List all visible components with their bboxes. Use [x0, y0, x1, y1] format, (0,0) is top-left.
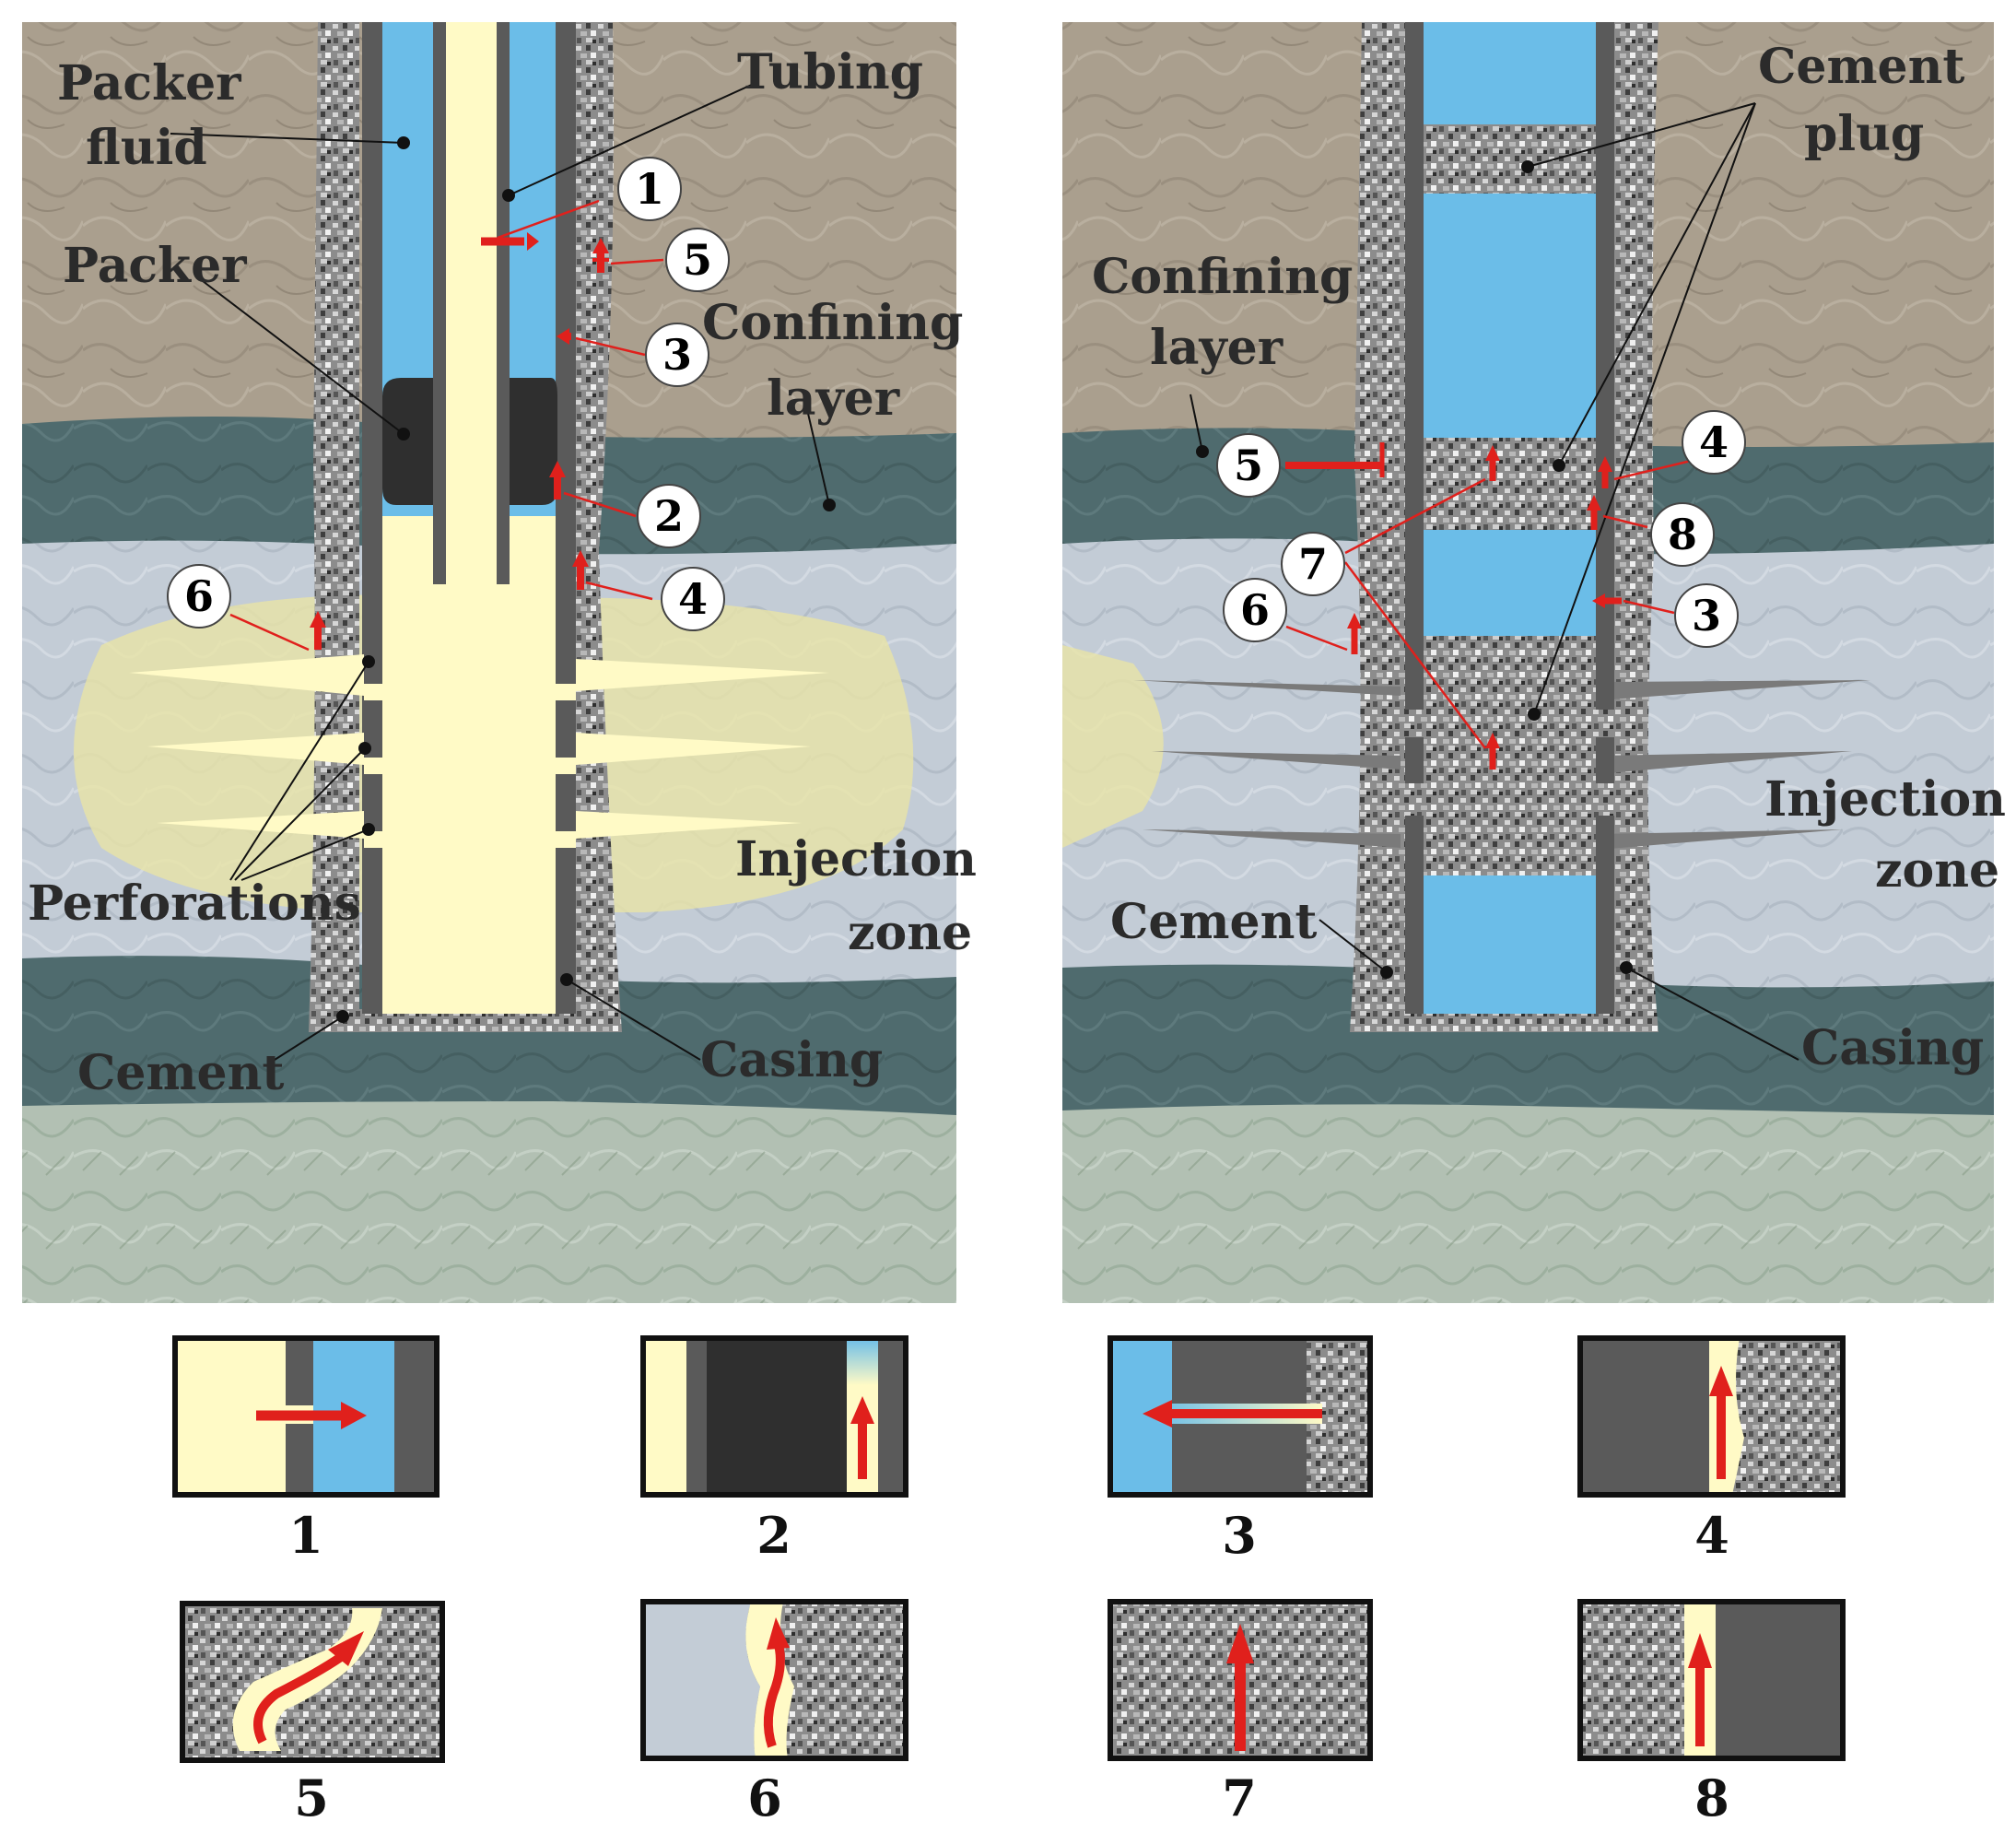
callout-5-right: 5 — [1216, 433, 1281, 498]
svg-text:2: 2 — [654, 491, 684, 541]
left-callout-lines — [229, 199, 664, 652]
legend-caption-6: 6 — [747, 1768, 782, 1827]
legend-box-1: 1 — [172, 1335, 440, 1565]
legend-caption-2: 2 — [756, 1506, 791, 1565]
label-cement: Cement — [77, 1045, 284, 1101]
svg-text:1: 1 — [635, 164, 664, 214]
label-packer: Packer — [63, 238, 247, 294]
svg-text:4: 4 — [1699, 417, 1729, 467]
left-well — [129, 22, 829, 1032]
legend-caption-1: 1 — [288, 1506, 323, 1565]
legend-caption-7: 7 — [1222, 1768, 1257, 1827]
leak-arrow-5 — [592, 238, 609, 253]
label-cement-right: Cement — [1110, 894, 1317, 950]
left-panel: 1 5 3 2 4 6 Packer — [22, 22, 977, 1303]
callout-8: 8 — [1650, 502, 1715, 567]
legend-box-4: 4 — [1577, 1335, 1846, 1565]
injectate-remnant — [1062, 645, 1164, 848]
label-tubing: Tubing — [737, 44, 923, 100]
svg-text:6: 6 — [184, 571, 214, 621]
label-perforations: Perforations — [28, 875, 361, 932]
legend: 1 2 3 — [172, 1335, 1846, 1827]
right-labels: Cement plug Confining layer Injection zo… — [1092, 39, 2006, 1076]
label-injection-zone-r2: zone — [1875, 842, 1999, 899]
callout-4: 4 — [661, 567, 725, 631]
casing-wall-left-outer — [362, 22, 382, 1014]
legend-caption-4: 4 — [1694, 1506, 1729, 1565]
callout-4-right: 4 — [1682, 410, 1746, 475]
svg-text:5: 5 — [683, 235, 712, 285]
callout-1: 1 — [617, 157, 682, 221]
svg-text:6: 6 — [1240, 585, 1270, 635]
tubing-wall-right — [497, 22, 510, 584]
right-leader-dots — [1196, 160, 1633, 979]
label-confining-layer-2: layer — [767, 370, 900, 427]
legend-box-5: 5 — [180, 1601, 445, 1827]
label-cement-plug-2: plug — [1804, 106, 1924, 162]
callout-6-right: 6 — [1223, 578, 1287, 642]
squeezed-cement-perfs — [1133, 680, 1870, 850]
label-confining-layer-r2: layer — [1150, 320, 1283, 376]
left-callouts: 1 5 3 2 4 6 — [167, 157, 730, 631]
perforation-tunnel — [147, 733, 364, 765]
label-casing: Casing — [700, 1032, 883, 1088]
perforation-tunnel — [576, 811, 802, 839]
left-leak-arrows — [310, 232, 609, 650]
legend-caption-3: 3 — [1222, 1506, 1257, 1565]
label-injection-zone-2: zone — [848, 905, 972, 961]
svg-text:7: 7 — [1298, 539, 1328, 589]
callout-7: 7 — [1281, 532, 1345, 596]
svg-text:3: 3 — [662, 330, 692, 380]
label-casing-right: Casing — [1801, 1020, 1984, 1076]
label-confining-layer-1: Confining — [702, 295, 963, 351]
legend-caption-8: 8 — [1694, 1768, 1729, 1827]
right-panel: 5 4 8 7 6 3 Cement — [1062, 22, 2006, 1303]
perforation-tunnel — [576, 659, 829, 691]
legend-caption-5: 5 — [294, 1768, 329, 1827]
callout-3: 3 — [645, 323, 709, 387]
label-injection-zone-r1: Injection — [1764, 771, 2006, 828]
right-well — [1133, 22, 1870, 1032]
callout-3-right: 3 — [1674, 583, 1739, 648]
tubing-bore — [446, 22, 497, 584]
svg-text:5: 5 — [1234, 441, 1263, 490]
left-leader-lines — [170, 82, 830, 1061]
wellbore-injectate — [382, 516, 556, 1014]
callout-5: 5 — [665, 228, 730, 292]
casing-wall-left — [1405, 22, 1424, 1014]
label-packer-fluid-2: fluid — [86, 120, 207, 176]
right-leader-lines — [1190, 102, 1799, 1061]
right-callouts: 5 4 8 7 6 3 — [1216, 410, 1746, 648]
callout-6: 6 — [167, 564, 231, 629]
svg-text:8: 8 — [1668, 510, 1697, 559]
left-leader-dots — [336, 136, 836, 1023]
callout-2: 2 — [637, 484, 701, 548]
legend-box-7: 7 — [1108, 1599, 1373, 1827]
legend-box-3: 3 — [1108, 1335, 1373, 1565]
legend-box-8: 8 — [1577, 1599, 1846, 1827]
label-injection-zone-1: Injection — [735, 831, 977, 887]
perforation-tunnel — [576, 733, 811, 765]
cement-plug-lower — [1424, 636, 1596, 875]
legend-box-2: 2 — [640, 1335, 908, 1565]
cement-sheath-left — [309, 22, 622, 1032]
perforation-tunnel — [129, 654, 364, 696]
label-confining-layer-r1: Confining — [1092, 249, 1353, 305]
cement-plug-middle — [1424, 438, 1596, 530]
left-labels: Packer fluid Tubing Packer Confining lay… — [28, 44, 977, 1101]
svg-text:3: 3 — [1692, 591, 1721, 640]
label-packer-fluid-1: Packer — [57, 55, 241, 112]
legend-box-6: 6 — [640, 1599, 908, 1827]
tubing-wall-left — [433, 22, 446, 584]
perforation-tunnel — [157, 811, 364, 839]
svg-text:4: 4 — [678, 574, 708, 624]
cement-plug-upper — [1424, 124, 1596, 194]
label-cement-plug-1: Cement — [1758, 39, 1964, 95]
right-leak-arrows — [1285, 442, 1622, 770]
casing-wall-right-outer — [556, 22, 576, 1014]
